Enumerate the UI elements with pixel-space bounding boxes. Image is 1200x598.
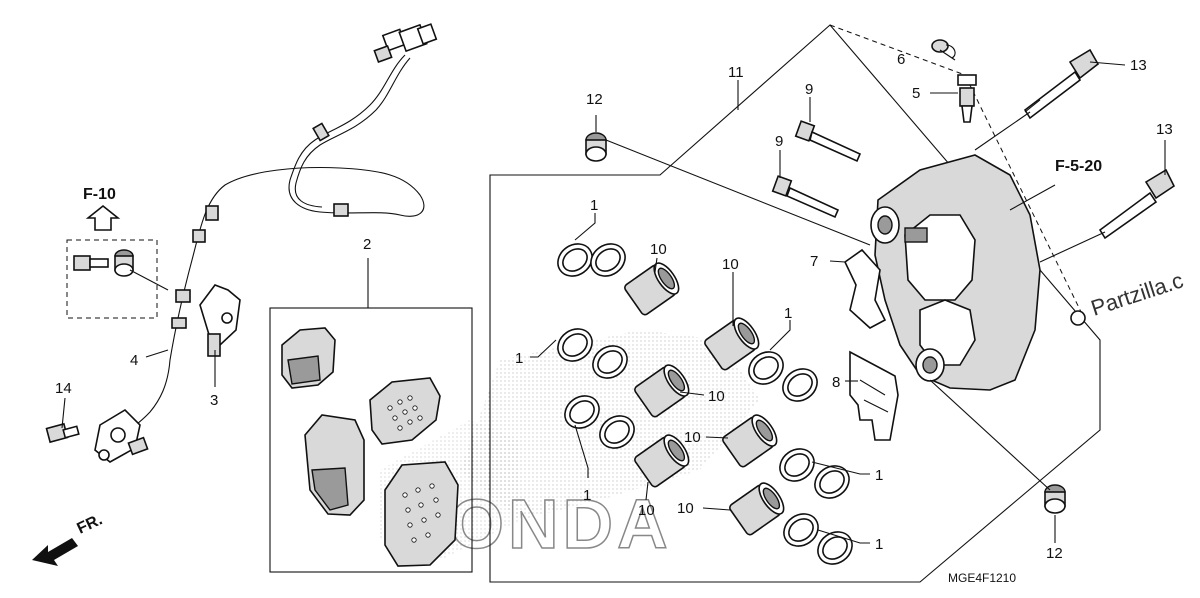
- caliper-assembly-box-dash: [829, 24, 1086, 321]
- callout-1: 1: [875, 536, 883, 553]
- pin-9-upper-icon: [794, 120, 862, 163]
- front-arrow-icon: [32, 538, 78, 566]
- callout-2: 2: [363, 236, 371, 253]
- callout-12: 12: [586, 91, 603, 108]
- bleeder-cap-icon: [931, 39, 956, 59]
- wire-clamp-icon: [199, 284, 241, 357]
- speed-sensor-icon: [94, 408, 149, 463]
- brake-pad-lower-right: [384, 461, 459, 567]
- ref-f520: F-5-20: [1055, 158, 1102, 175]
- callout-1: 1: [583, 487, 591, 504]
- bolt-13-lower-icon: [1098, 168, 1176, 240]
- wire-connector-icon: [373, 23, 438, 64]
- small-ring-icon: [1070, 310, 1086, 326]
- caliper-assembly-box: [489, 24, 1101, 583]
- callout-9: 9: [805, 81, 813, 98]
- callout-labels: 1 1 1 1 1 1 2 3 4 5 6 7 8 9 9 10 10 10 1…: [55, 51, 1173, 562]
- caliper-body-icon: [870, 154, 1041, 391]
- f10-arrow-icon: [85, 204, 121, 231]
- sensor-wire: [119, 54, 425, 439]
- callout-1: 1: [515, 350, 523, 367]
- pad-spring-icon: [843, 248, 887, 329]
- collar-12-upper-icon: [585, 132, 607, 162]
- pad-set-box: [269, 307, 473, 573]
- callout-1: 1: [590, 197, 598, 214]
- callout-9: 9: [775, 133, 783, 150]
- callout-10: 10: [708, 388, 725, 405]
- bolt-group-box: [66, 239, 158, 319]
- callout-3: 3: [210, 392, 218, 409]
- pin-9-lower-icon: [771, 175, 840, 219]
- piston-seal-icons: [557, 243, 853, 565]
- pad-retainer-icon: [849, 350, 899, 441]
- callout-10: 10: [677, 500, 694, 517]
- callout-10: 10: [638, 502, 655, 519]
- callout-10: 10: [650, 241, 667, 258]
- callout-10: 10: [684, 429, 701, 446]
- callout-4: 4: [130, 352, 138, 369]
- callout-12: 12: [1046, 545, 1063, 562]
- wire-grommet-icons: [171, 122, 349, 329]
- callout-7: 7: [810, 253, 818, 270]
- brake-pad-upper-right: [369, 377, 441, 445]
- drawing-code: MGE4F1210: [948, 571, 1016, 585]
- ref-f10: F-10: [83, 186, 116, 203]
- brake-pad-upper-left: [281, 327, 336, 389]
- ref-front: FR.: [75, 511, 106, 537]
- callout-13: 13: [1156, 121, 1173, 138]
- brake-pad-lower-left: [304, 414, 365, 516]
- callout-14: 14: [55, 380, 72, 397]
- callout-5: 5: [912, 85, 920, 102]
- callout-1: 1: [784, 305, 792, 322]
- callout-8: 8: [832, 374, 840, 391]
- bolt-13-upper-icon: [1023, 48, 1100, 120]
- callout-10: 10: [722, 256, 739, 273]
- bolt-14-icon: [45, 422, 80, 444]
- callout-13: 13: [1130, 57, 1147, 74]
- bolt-in-box-icon: [73, 255, 109, 271]
- bleeder-valve-icon: [957, 74, 977, 123]
- leader-lines: [61, 49, 1166, 544]
- callout-11: 11: [728, 64, 744, 81]
- sensor-wire-outer: [294, 57, 411, 208]
- collar-12-lower-icon: [1044, 484, 1066, 514]
- collar-in-box-icon: [114, 249, 134, 277]
- watermark: Partzilla.c: [1088, 268, 1186, 321]
- callout-6: 6: [897, 51, 905, 68]
- callout-1: 1: [875, 467, 883, 484]
